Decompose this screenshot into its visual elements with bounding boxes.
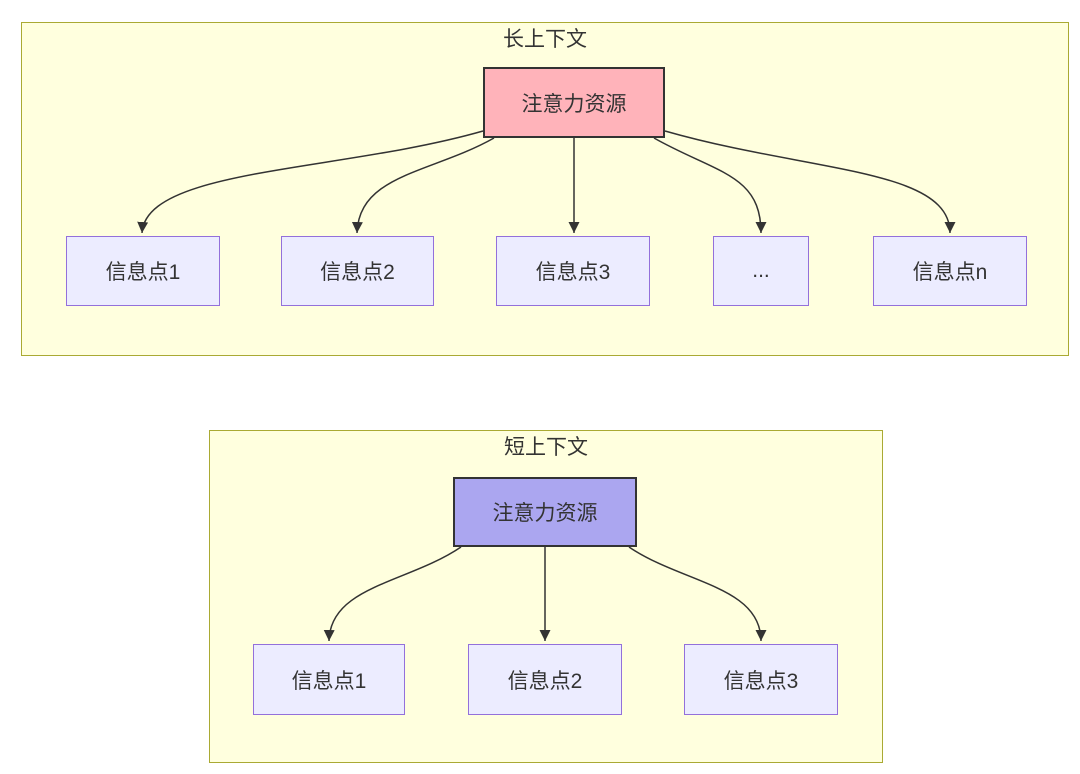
long-attention-resource-node: 注意力资源 <box>483 67 665 138</box>
long-context-title: 长上下文 <box>503 28 587 51</box>
long-info-node-2: 信息点2 <box>281 236 434 306</box>
short-attention-resource-node: 注意力资源 <box>453 477 637 547</box>
short-info-node-2: 信息点2 <box>468 644 622 715</box>
long-info-node-3: 信息点3 <box>496 236 650 306</box>
long-info-node-n: 信息点n <box>873 236 1027 306</box>
long-info-node-ellipsis: ... <box>713 236 809 306</box>
short-info-node-1: 信息点1 <box>253 644 405 715</box>
short-info-node-3: 信息点3 <box>684 644 838 715</box>
short-context-title: 短上下文 <box>504 436 588 459</box>
long-info-node-1: 信息点1 <box>66 236 220 306</box>
